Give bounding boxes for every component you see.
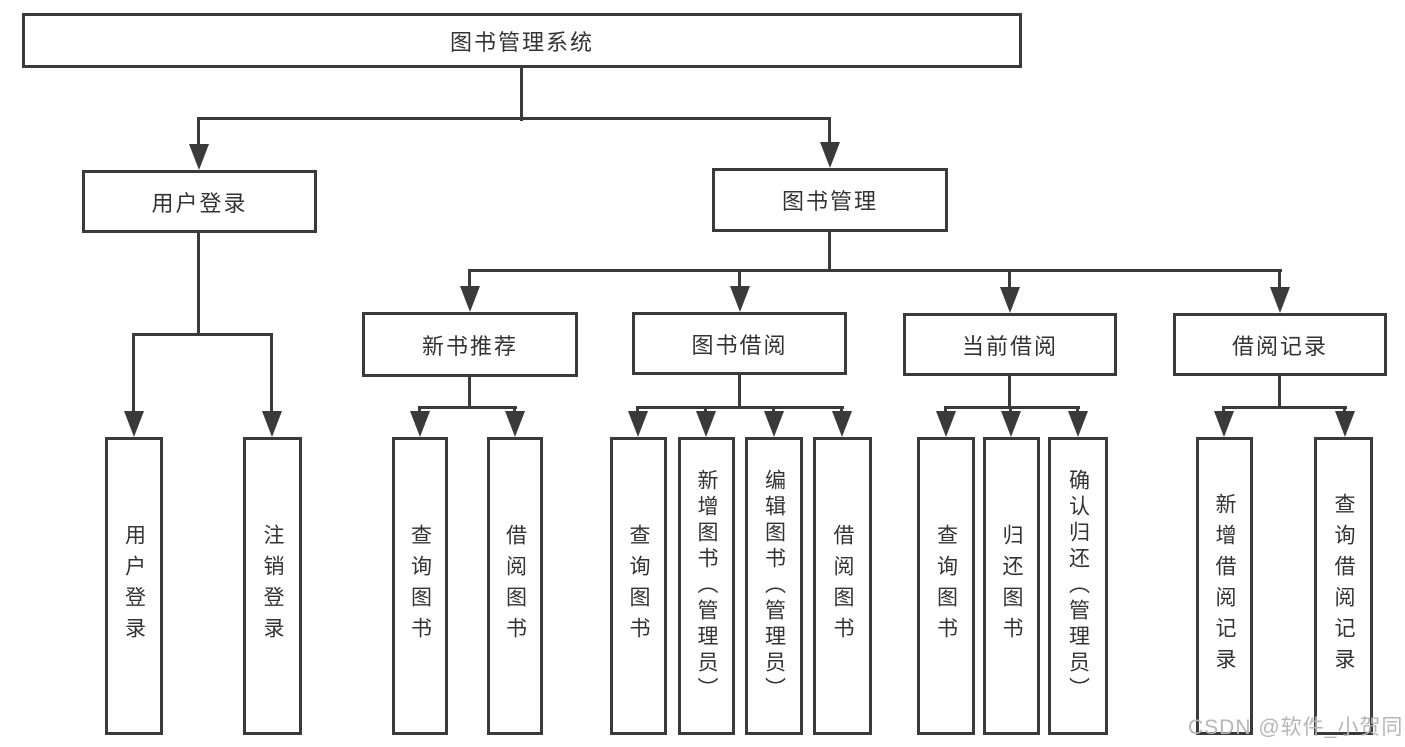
connector-new-book-split [418, 406, 517, 409]
arrow-down-icon [738, 269, 741, 286]
arrow-down-icon [1278, 269, 1281, 287]
node-user-login-label: 用户登录 [151, 190, 248, 216]
connector-book-borrow-split [636, 406, 844, 409]
connector-borrow-record-stem [1278, 376, 1281, 408]
arrow-down-icon [197, 117, 200, 144]
node-book-borrow: 图书借阅 [632, 312, 847, 375]
node-cb-confirm-return-label: 确认归还（管理员） [1066, 469, 1090, 703]
connector-book-management-split [468, 269, 1282, 272]
arrow-down-icon [270, 333, 273, 411]
node-root-label: 图书管理系统 [449, 29, 594, 55]
node-cb-query-book: 查询图书 [917, 437, 975, 735]
connector-borrow-record-split [1222, 406, 1347, 409]
node-bb-query-book: 查询图书 [610, 437, 667, 735]
arrow-down-icon [828, 117, 831, 142]
arrow-down-icon [636, 406, 639, 411]
arrow-down-icon [1343, 406, 1346, 411]
arrow-down-icon [944, 406, 947, 411]
node-book-management: 图书管理 [712, 168, 948, 232]
node-login: 用户登录 [105, 437, 163, 735]
arrow-down-icon [132, 333, 135, 411]
arrow-down-icon [1008, 269, 1011, 287]
arrow-down-icon [704, 406, 707, 411]
connector-user-login-stem [197, 233, 200, 336]
node-bb-add-book-label: 新增图书（管理员） [695, 469, 718, 703]
node-br-query-record-label: 查询借阅记录 [1332, 493, 1355, 679]
node-borrow-record: 借阅记录 [1173, 313, 1387, 376]
node-root: 图书管理系统 [22, 13, 1022, 68]
node-nb-query-book-label: 查询图书 [408, 524, 432, 648]
node-new-book-recommend-label: 新书推荐 [421, 333, 518, 359]
connector-current-borrow-split [944, 406, 1080, 409]
node-br-add-record: 新增借阅记录 [1196, 437, 1253, 735]
arrow-down-icon [772, 406, 775, 411]
arrow-down-icon [513, 406, 516, 411]
arrow-down-icon [1009, 406, 1012, 411]
arrow-down-icon [840, 406, 843, 411]
arrow-down-icon [468, 269, 471, 286]
node-current-borrow-label: 当前借阅 [961, 333, 1058, 359]
connector-root-stem [520, 68, 523, 121]
connector-user-login-split [132, 333, 273, 336]
node-book-borrow-label: 图书借阅 [691, 332, 788, 358]
csdn-watermark: CSDN @软件_小贺同学 [1188, 716, 1405, 739]
node-bb-edit-book: 编辑图书（管理员） [745, 437, 803, 735]
connector-current-borrow-stem [1008, 376, 1011, 408]
node-user-login: 用户登录 [82, 170, 317, 233]
node-nb-borrow-book-label: 借阅图书 [503, 524, 527, 648]
arrow-down-icon [1076, 406, 1079, 411]
node-br-query-record: 查询借阅记录 [1314, 437, 1373, 735]
node-br-add-record-label: 新增借阅记录 [1213, 493, 1236, 679]
node-login-label: 用户登录 [122, 524, 146, 648]
arrow-down-icon [418, 406, 421, 411]
connector-book-management-stem [828, 232, 831, 272]
node-bb-borrow-book: 借阅图书 [813, 437, 872, 735]
node-logout: 注销登录 [243, 437, 302, 735]
connector-book-borrow-stem [738, 375, 741, 408]
connector-root-split [197, 117, 831, 120]
node-borrow-record-label: 借阅记录 [1231, 333, 1328, 359]
node-bb-borrow-book-label: 借阅图书 [831, 524, 854, 648]
arrow-down-icon [1222, 406, 1225, 411]
node-nb-borrow-book: 借阅图书 [487, 437, 543, 735]
node-current-borrow: 当前借阅 [903, 313, 1117, 376]
node-cb-query-book-label: 查询图书 [934, 524, 958, 648]
node-bb-edit-book-label: 编辑图书（管理员） [762, 469, 786, 703]
node-bb-add-book: 新增图书（管理员） [678, 437, 735, 735]
node-logout-label: 注销登录 [261, 524, 284, 648]
node-bb-query-book-label: 查询图书 [627, 524, 650, 648]
node-cb-return-book-label: 归还图书 [1000, 524, 1023, 648]
node-new-book-recommend: 新书推荐 [362, 312, 578, 377]
node-book-management-label: 图书管理 [781, 189, 878, 214]
node-nb-query-book: 查询图书 [392, 437, 448, 735]
node-cb-return-book: 归还图书 [983, 437, 1040, 735]
node-cb-confirm-return: 确认归还（管理员） [1048, 437, 1108, 735]
connector-new-book-stem [468, 377, 471, 408]
